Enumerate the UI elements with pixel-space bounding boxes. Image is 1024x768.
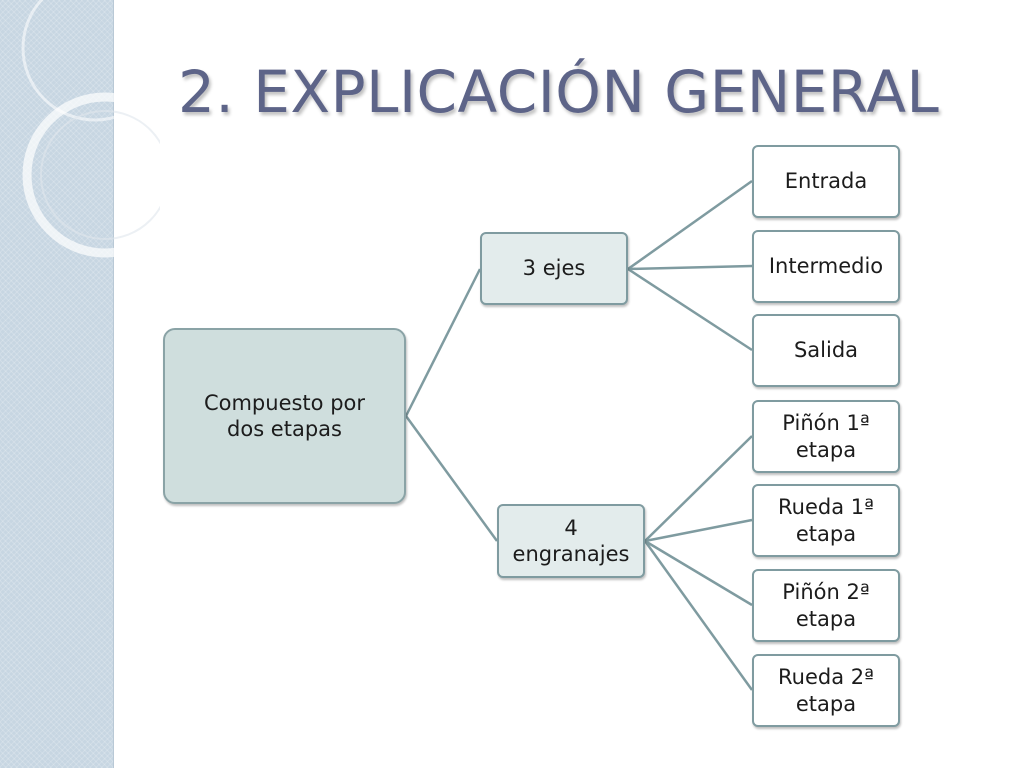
connector-branch1-to-salida bbox=[627, 267, 753, 352]
branch-node-engranajes: 4 engranajes bbox=[497, 504, 645, 578]
connector-branch1-to-intermedio bbox=[627, 264, 753, 271]
leaf-node-pinon-1-etapa: Piñón 1ª etapa bbox=[752, 400, 900, 473]
leaf-node-entrada: Entrada bbox=[752, 145, 900, 218]
leaf-node-intermedio: Intermedio bbox=[752, 230, 900, 303]
leaf-node-rueda-1-etapa: Rueda 1ª etapa bbox=[752, 484, 900, 557]
connector-branch2-to-pinon-1 bbox=[644, 435, 753, 542]
connector-branch2-to-pinon-2 bbox=[644, 539, 753, 607]
decorative-rings bbox=[21, 0, 160, 258]
leaf-node-salida: Salida bbox=[752, 314, 900, 387]
connector-branch2-to-rueda-1 bbox=[644, 518, 753, 543]
connector-branch1-to-entrada bbox=[627, 179, 753, 271]
connector-root-to-branch-1 bbox=[404, 268, 482, 417]
root-node: Compuesto por dos etapas bbox=[163, 328, 406, 504]
decorative-sidebar bbox=[0, 0, 114, 768]
slide-title: 2. EXPLICACIÓN GENERAL bbox=[178, 58, 940, 126]
connector-branch2-to-rueda-2 bbox=[643, 540, 754, 691]
branch-node-ejes: 3 ejes bbox=[480, 232, 628, 305]
leaf-node-pinon-2-etapa: Piñón 2ª etapa bbox=[752, 569, 900, 642]
leaf-node-rueda-2-etapa: Rueda 2ª etapa bbox=[752, 654, 900, 727]
connector-root-to-branch-2 bbox=[404, 415, 499, 542]
